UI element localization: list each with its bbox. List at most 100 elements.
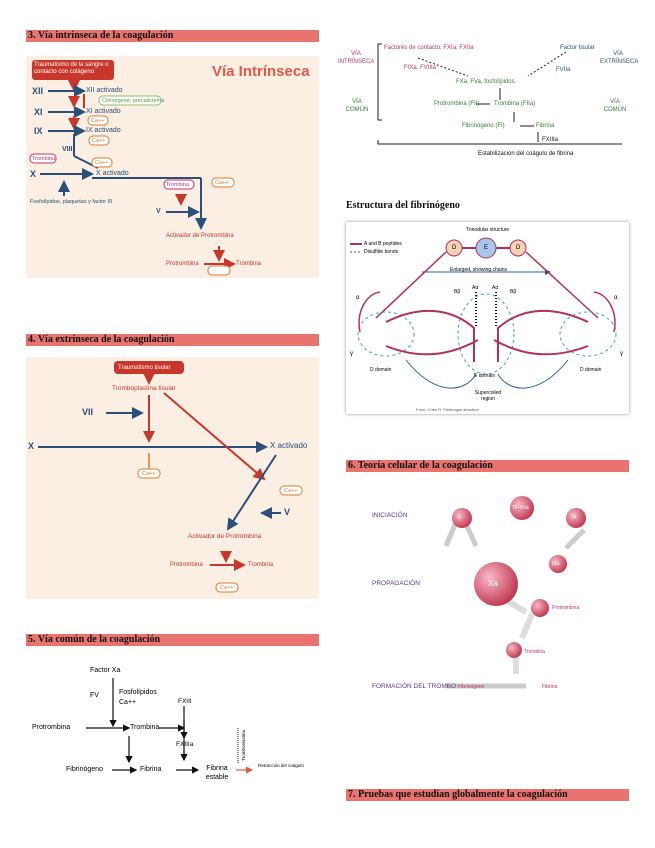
fxiiia-label: FXIIIa: [176, 741, 194, 748]
fibrina-label: Fibrina: [140, 766, 162, 773]
ca-4: Ca++: [215, 180, 229, 186]
common-arrows: [86, 678, 254, 774]
chain-aa-left: Aα: [472, 285, 479, 291]
chain-bb-right: Bβ: [510, 289, 517, 295]
trauma-tisular: Traumatismo tisular: [118, 365, 171, 371]
section-5-title: 5. Vía común de la coagulación: [26, 634, 319, 646]
iniciacion-label: INICIACIÓN: [372, 512, 408, 519]
via-comun-left: VÍA COMÚN: [345, 99, 369, 113]
factor-xi-act: XI activado: [86, 108, 121, 115]
gamma-right: γ: [620, 351, 623, 357]
fosfolipidos-label: Fosfolípidos: [119, 689, 157, 696]
section-7-title: 7. Pruebas que estudian globalmente la c…: [346, 789, 629, 801]
common-pathway-diagram: Factor Xa FV Fosfolípidos Ca++ Protrombi…: [26, 656, 319, 786]
via-intrinseca-label: VÍA INTRÍNSECA: [338, 51, 375, 65]
node-e: E: [484, 245, 489, 251]
alpha-left: α: [356, 295, 360, 301]
fibrinogeno-label: Fibrinógeno (FI): [462, 123, 505, 129]
section-3-title: 3. Vía intrínseca de la coagulación: [26, 30, 319, 42]
ca-2: Ca++: [92, 138, 106, 144]
chain-bb-left: Bβ: [454, 289, 461, 295]
fibrina-label: Fibrina: [536, 123, 555, 129]
trombina-label: Trombina: [524, 649, 545, 655]
activador-label: Activador de Protrombina: [188, 533, 262, 540]
estabilizacion-label: Estabilización del coágulo de fibrina: [478, 151, 574, 157]
fibrinogen-figure: Trinodular structure D E D A and B pepti…: [346, 222, 629, 414]
supercoiled-label: Supercoiled region: [474, 390, 502, 402]
trinodular-label: Trinodular structure: [466, 227, 510, 233]
protrombina-label: Protrombina (FII): [434, 101, 480, 107]
ca-1: Ca++: [142, 471, 156, 477]
ca-1: Ca++: [91, 118, 105, 124]
node-d1: D: [452, 245, 457, 251]
fibrinogen-drawing: [350, 237, 617, 389]
pathways-overview: VÍA INTRÍNSECA VÍA EXTRÍNSECA VÍA COMÚN …: [338, 40, 639, 170]
alpha-right: α: [614, 295, 618, 301]
intrinsic-pathway-diagram: Traumatismo de la sangre o contacto con …: [26, 56, 319, 278]
factor-x-act: X activado: [270, 441, 308, 450]
overview-lines: [377, 43, 622, 145]
factor-viii: VIII: [62, 146, 73, 153]
enlarged-label: Enlarged, showing chains: [450, 267, 507, 273]
intrinsic-big-title: Vía Intrínseca: [212, 63, 310, 80]
section-6-title: 6. Teoría celular de la coagulación: [346, 460, 629, 472]
protrombina-label: Protrombina: [166, 261, 199, 267]
fibrinogeno-label: Fibrinógeno: [458, 684, 485, 690]
d-domain-left: D domain: [370, 367, 392, 373]
extrinsic-arrows: [38, 361, 303, 593]
factor-xii: XII: [32, 86, 44, 96]
node-d2: D: [516, 245, 521, 251]
factor-x: X: [28, 441, 35, 451]
fviia-label: FVIIa: [556, 67, 571, 73]
retraccion-label: Retracción del coágulo: [258, 763, 304, 768]
ii-left: II: [458, 515, 461, 521]
fv-label: FV: [90, 692, 99, 699]
factor-xa: Factor Xa: [90, 667, 121, 674]
ca-2: Ca++: [284, 488, 298, 494]
propagacion-label: PROPAGACIÓN: [372, 580, 420, 587]
figure-credit: From: Chen R. Fibrinogen structure: [416, 407, 479, 412]
formacion-label: FORMACIÓN DEL TROMBO: [372, 683, 457, 690]
factor-x: X: [30, 169, 37, 179]
ca-3: Ca++: [220, 585, 234, 591]
trombina-label: Trombina (FIIa): [494, 101, 536, 107]
tissue-factor: Factor tisular: [560, 45, 595, 51]
xa-label: Xa: [488, 579, 498, 588]
factor-xii-act: XII activado: [86, 87, 123, 94]
via-extrinseca-label: VÍA EXTRÍNSECA: [600, 51, 639, 65]
fxiii-label: FXIII: [178, 698, 192, 705]
tromboplastina-label: Tromboplastina tisular: [112, 385, 176, 392]
protrombina-label: Protrombina: [32, 724, 71, 731]
legend-peptides: A and B peptides: [364, 241, 402, 247]
complex-label: FXa, FVa, fosfolípidos: [456, 79, 515, 85]
tromboelastina-label: Tromboelastina: [241, 730, 246, 761]
trauma-label: Traumatismo de la sangre o contacto con …: [34, 62, 109, 75]
activador-label: Activador de Protrombina: [166, 233, 234, 239]
trombina-2: Trombina: [166, 182, 190, 188]
cell-theory-diagram: INICIACIÓN PROPAGACIÓN FORMACIÓN DEL TRO…: [346, 488, 629, 698]
trombina-3: Trombina: [236, 261, 262, 267]
fibrinogen-title: Estructura del fibrinógeno: [346, 200, 460, 211]
gamma-left: γ: [350, 351, 353, 357]
fibrina-label: Fibrina: [542, 684, 558, 690]
section-4-title: 4. Vía extrínseca de la coagulación: [26, 334, 319, 346]
tf-viia: TF-VIIa: [512, 505, 529, 511]
cell-theory-drawing: [443, 496, 586, 689]
ca-3: Ca++: [95, 160, 109, 166]
factor-x-act: X activado: [96, 170, 129, 177]
ixa-label: IXa: [552, 561, 560, 567]
via-comun-right: VÍA COMÚN: [603, 99, 627, 113]
contact-factors: Factores de contacto, FXIa, FXIIa: [384, 45, 474, 51]
trombina-label: Trombina: [130, 724, 160, 731]
hmwk-label: Cininógeno, precalicreína: [102, 98, 165, 104]
protrombina-label: Protrombina: [552, 605, 580, 611]
extrinsic-pathway-diagram: Traumatismo tisular Tromboplastina tisul…: [26, 357, 319, 599]
d-domain-right: D domain: [580, 367, 602, 373]
intrinsic-arrows: [29, 60, 236, 276]
fxiiia-label: FXIIIa: [542, 137, 559, 143]
ca-label: Ca++: [119, 699, 137, 706]
ix-label: IX: [572, 515, 577, 521]
factor-xi: XI: [34, 107, 43, 117]
factor-ix: IX: [34, 126, 43, 136]
protrombina-label: Protrombina: [170, 562, 203, 568]
